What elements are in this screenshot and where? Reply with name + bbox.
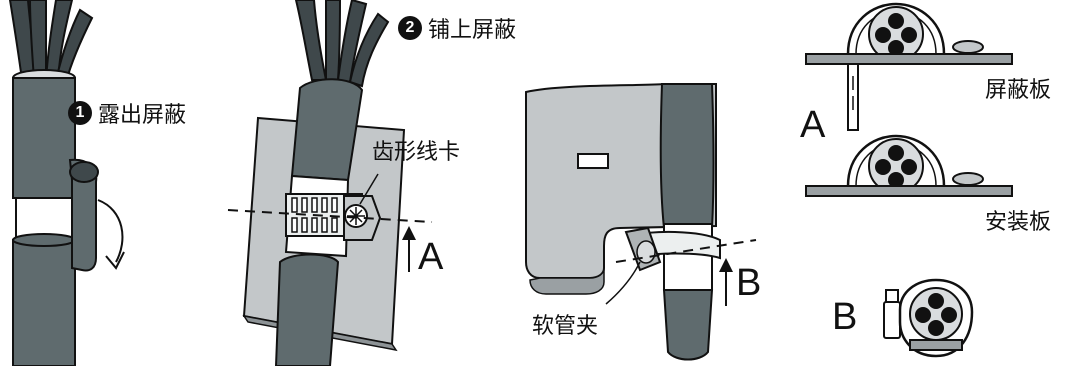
cable-jacket-lower: [12, 239, 76, 366]
cable-jacket-upper: [12, 77, 76, 199]
step-1-label: 1 露出屏蔽: [68, 97, 186, 129]
step-1-text: 露出屏蔽: [98, 103, 187, 128]
panel-hose-clamp: [525, 83, 757, 361]
section-a-label-detail: A: [800, 104, 826, 146]
step-2-text: 铺上屏蔽: [428, 18, 517, 43]
section-line-b: [615, 239, 757, 263]
section-b-label-panel3: B: [736, 262, 762, 304]
peel-arrow-icon: [97, 199, 124, 263]
step-2-label: 2 铺上屏蔽: [398, 12, 516, 44]
cable-lower-2: [274, 253, 340, 366]
mounting-plate-a: [805, 185, 1013, 197]
mounting-plate-label: 安装板: [985, 210, 1052, 235]
panel-section-a: [805, 2, 1013, 197]
panel-apply-shield: [227, 0, 433, 366]
cable-upper-3: [659, 83, 715, 229]
toothed-clip-label: 齿形线卡: [372, 140, 461, 165]
conductor-wires-1: [8, 0, 94, 84]
section-a-label-panel2: A: [418, 236, 444, 278]
panel-section-b: [883, 278, 974, 358]
conductor-wires-2: [294, 0, 390, 88]
shield-plate-label: 屏蔽板: [985, 78, 1052, 103]
clamp-screw-b: [883, 301, 901, 339]
hose-clamp-label: 软管夹: [532, 314, 599, 339]
plate-slot: [577, 153, 609, 169]
step-2-badge: 2: [398, 16, 422, 40]
section-b-label-detail: B: [832, 296, 858, 338]
panel-expose-shield: [8, 0, 125, 366]
section-line-a: [227, 209, 433, 223]
cable-upper-2: [290, 78, 364, 182]
cable-lower-3: [662, 289, 714, 361]
shield-plate-a: [805, 53, 1013, 65]
step-1-badge: 1: [68, 101, 92, 125]
